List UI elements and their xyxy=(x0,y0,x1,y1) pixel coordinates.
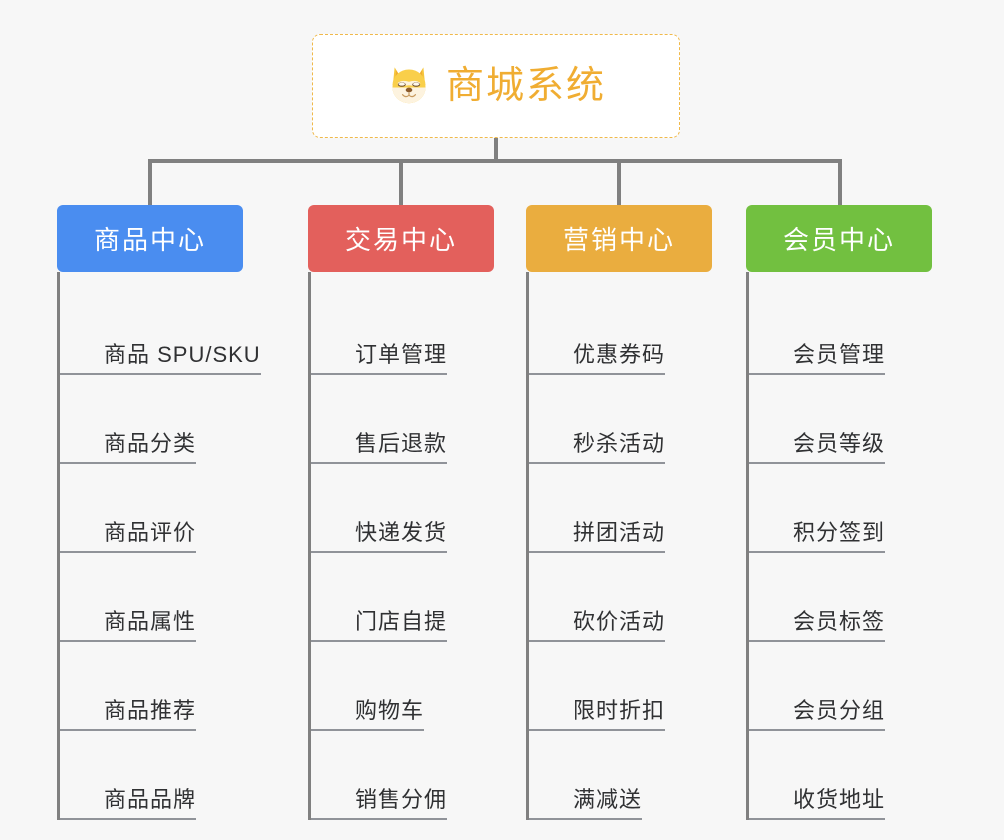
category-header-label: 商品中心 xyxy=(93,225,206,255)
leaf-label: 快递发货 xyxy=(355,522,448,553)
connector-horizontal-bus xyxy=(148,159,842,163)
leaf-stack-product: 商品 SPU/SKU 商品分类 商品评价 商品属性 商品推荐 商品品牌 xyxy=(57,272,261,820)
root-node-mall-system[interactable]: 商城系统 xyxy=(312,34,680,138)
leaf-label: 拼团活动 xyxy=(573,522,666,553)
leaf-label: 售后退款 xyxy=(355,433,448,464)
category-header-label: 营销中心 xyxy=(562,225,675,255)
category-column-trade: 交易中心 订单管理 售后退款 快递发货 门店自提 购物车 销售分佣 xyxy=(308,205,494,820)
leaf-label: 订单管理 xyxy=(355,344,448,375)
leaf-stack-trade: 订单管理 售后退款 快递发货 门店自提 购物车 销售分佣 xyxy=(308,272,494,820)
leaf-label: 满减送 xyxy=(573,789,643,820)
list-item[interactable]: 拼团活动 xyxy=(529,464,712,553)
leaf-label: 收货地址 xyxy=(793,789,886,820)
leaf-label: 砍价活动 xyxy=(573,611,666,642)
list-item[interactable]: 销售分佣 xyxy=(311,731,494,820)
leaf-label: 销售分佣 xyxy=(355,789,448,820)
category-column-member: 会员中心 会员管理 会员等级 积分签到 会员标签 会员分组 收货地址 xyxy=(746,205,932,820)
root-title: 商城系统 xyxy=(445,65,606,107)
category-column-product: 商品中心 商品 SPU/SKU 商品分类 商品评价 商品属性 商品推荐 商品品牌 xyxy=(57,205,261,820)
leaf-label: 商品属性 xyxy=(104,611,197,642)
leaf-label: 优惠券码 xyxy=(573,344,666,375)
list-item[interactable]: 门店自提 xyxy=(311,553,494,642)
list-item[interactable]: 商品推荐 xyxy=(60,642,243,731)
category-header-trade[interactable]: 交易中心 xyxy=(308,205,494,272)
connector-drop-1 xyxy=(148,159,152,205)
leaf-label: 会员标签 xyxy=(793,611,886,642)
category-column-marketing: 营销中心 优惠券码 秒杀活动 拼团活动 砍价活动 限时折扣 满减送 xyxy=(526,205,712,820)
list-item[interactable]: 收货地址 xyxy=(749,731,932,820)
leaf-stack-member: 会员管理 会员等级 积分签到 会员标签 会员分组 收货地址 xyxy=(746,272,932,820)
leaf-label: 商品推荐 xyxy=(104,700,197,731)
connector-drop-2 xyxy=(399,159,403,205)
list-item[interactable]: 砍价活动 xyxy=(529,553,712,642)
leaf-label: 秒杀活动 xyxy=(573,433,666,464)
leaf-label: 商品评价 xyxy=(104,522,197,553)
category-header-marketing[interactable]: 营销中心 xyxy=(526,205,712,272)
leaf-label: 商品品牌 xyxy=(104,789,197,820)
list-item[interactable]: 订单管理 xyxy=(311,286,494,375)
shiba-dog-face-icon xyxy=(392,67,426,104)
list-item[interactable]: 优惠券码 xyxy=(529,286,712,375)
leaf-stack-marketing: 优惠券码 秒杀活动 拼团活动 砍价活动 限时折扣 满减送 xyxy=(526,272,712,820)
list-item[interactable]: 会员管理 xyxy=(749,286,932,375)
leaf-label: 门店自提 xyxy=(355,611,448,642)
list-item[interactable]: 会员标签 xyxy=(749,553,932,642)
list-item[interactable]: 商品属性 xyxy=(60,553,243,642)
leaf-label: 积分签到 xyxy=(793,522,886,553)
leaf-label: 商品 SPU/SKU xyxy=(104,344,261,375)
leaf-label: 会员等级 xyxy=(793,433,886,464)
leaf-label: 会员分组 xyxy=(793,700,886,731)
leaf-label: 购物车 xyxy=(355,700,425,731)
list-item[interactable]: 秒杀活动 xyxy=(529,375,712,464)
leaf-label: 会员管理 xyxy=(793,344,886,375)
list-item[interactable]: 商品品牌 xyxy=(60,731,243,820)
list-item[interactable]: 限时折扣 xyxy=(529,642,712,731)
leaf-label: 限时折扣 xyxy=(573,700,666,731)
list-item[interactable]: 快递发货 xyxy=(311,464,494,553)
list-item[interactable]: 商品分类 xyxy=(60,375,243,464)
list-item[interactable]: 商品 SPU/SKU xyxy=(60,286,261,375)
leaf-label: 商品分类 xyxy=(104,433,197,464)
list-item[interactable]: 会员分组 xyxy=(749,642,932,731)
category-header-member[interactable]: 会员中心 xyxy=(746,205,932,272)
category-header-label: 会员中心 xyxy=(782,225,895,255)
list-item[interactable]: 商品评价 xyxy=(60,464,243,553)
list-item[interactable]: 积分签到 xyxy=(749,464,932,553)
list-item[interactable]: 满减送 xyxy=(529,731,712,820)
list-item[interactable]: 会员等级 xyxy=(749,375,932,464)
list-item[interactable]: 购物车 xyxy=(311,642,494,731)
connector-drop-3 xyxy=(617,159,621,205)
category-header-label: 交易中心 xyxy=(344,225,457,255)
connector-drop-4 xyxy=(838,159,842,205)
connector-root-stem xyxy=(494,138,498,163)
list-item[interactable]: 售后退款 xyxy=(311,375,494,464)
category-header-product[interactable]: 商品中心 xyxy=(57,205,243,272)
